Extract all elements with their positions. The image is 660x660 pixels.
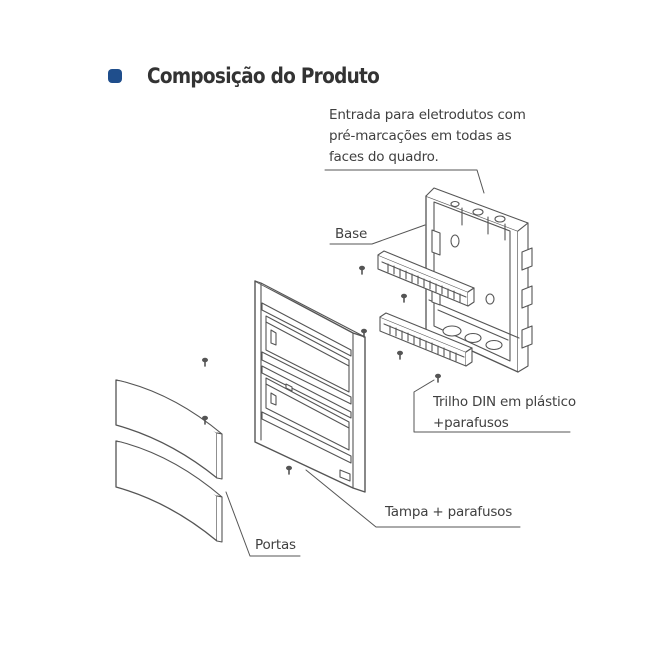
- label-tampa: Tampa + parafusos: [385, 504, 513, 520]
- leader-line-base: [329, 224, 426, 245]
- label-entrada-line: Entrada para eletrodutos com: [329, 107, 526, 123]
- screw-icon: [360, 328, 367, 338]
- screw-icon: [285, 465, 292, 475]
- label-trilho-line: Trilho DIN em plástico: [433, 394, 576, 410]
- screw-icon: [201, 415, 208, 425]
- section-heading: Composição do Produto: [108, 64, 411, 88]
- page-title: Composição do Produto: [147, 64, 380, 88]
- leader-line-trilho: [413, 379, 571, 433]
- leader-line-entrada: [324, 169, 485, 194]
- din-rail-upper: [377, 250, 475, 307]
- leader-line-tampa: [305, 469, 521, 528]
- label-portas: Portas: [255, 537, 296, 553]
- label-entrada-line: faces do quadro.: [329, 149, 439, 165]
- porta-upper: [115, 379, 223, 480]
- label-trilho: Trilho DIN em plástico +parafusos: [433, 392, 660, 434]
- base-box: [425, 187, 533, 373]
- label-base: Base: [335, 226, 368, 242]
- leader-lines: [225, 169, 571, 557]
- screw-icon: [358, 265, 365, 275]
- leader-line-portas: [225, 491, 301, 557]
- screw-icon: [434, 373, 441, 383]
- label-entrada-line: pré-marcações em todas as: [329, 128, 512, 144]
- tampa-cover: [254, 280, 366, 493]
- label-trilho-line: +parafusos: [433, 415, 509, 431]
- screw-icon: [201, 357, 208, 367]
- porta-lower: [115, 440, 223, 543]
- screw-icon: [396, 350, 403, 360]
- bullet-icon: [108, 69, 122, 83]
- screw-icon: [400, 293, 407, 303]
- din-rail-lower: [379, 312, 473, 367]
- screws: [201, 265, 441, 475]
- label-entrada: Entrada para eletrodutos com pré-marcaçõ…: [329, 105, 526, 168]
